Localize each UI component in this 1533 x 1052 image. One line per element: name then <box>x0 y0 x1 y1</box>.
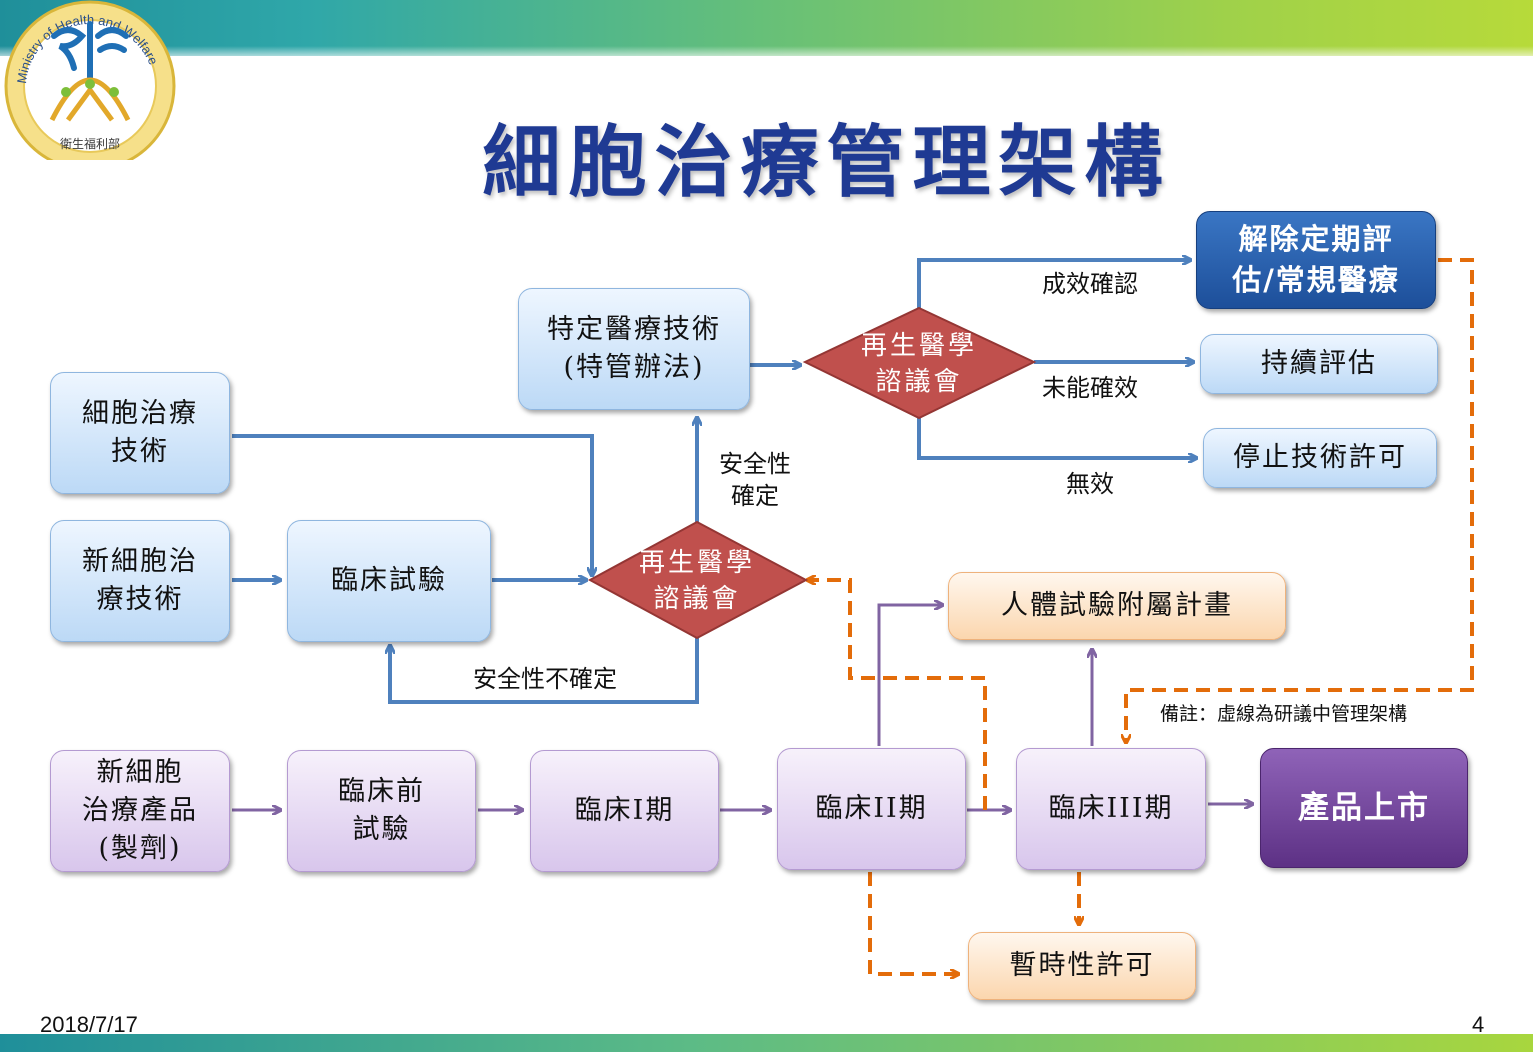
phase1-box: 臨床I期 <box>530 750 719 872</box>
label-ineffective: 無效 <box>1066 470 1114 498</box>
preclinical-box: 臨床前 試驗 <box>287 750 476 872</box>
upper-council-label: 再生醫學 諮議會 <box>860 331 977 398</box>
footer-date: 2018/7/17 <box>40 1012 138 1037</box>
lower-council-label: 再生醫學 諮議會 <box>638 548 755 615</box>
edge-dashed-phase2-to-lower-council <box>808 580 987 810</box>
label-efficacy-unconfirmed: 未能確效 <box>1042 374 1138 402</box>
bottom-band <box>0 1034 1533 1052</box>
edge-efficacy-confirmed <box>917 260 1190 308</box>
top-band <box>0 0 1533 56</box>
market-box: 產品上市 <box>1260 748 1468 868</box>
logo-bottom-text: 衛生福利部 <box>60 136 120 151</box>
label-efficacy-confirmed: 成效確認 <box>1042 270 1138 298</box>
cell-therapy-tech-box: 細胞治療 技術 <box>50 372 230 494</box>
upper-council-diamond <box>802 306 1037 420</box>
clinical-trial-box: 臨床試驗 <box>287 520 491 642</box>
new-cell-therapy-tech-box: 新細胞治 療技術 <box>50 520 230 642</box>
label-safety-confirmed: 安全性 確定 <box>719 450 791 511</box>
page-number: 4 <box>1472 1012 1485 1037</box>
edge-cell-tech-to-lower-council <box>232 434 592 575</box>
ministry-logo: Ministry of Health and Welfare 衛生福利部 <box>4 0 176 160</box>
temp-permit-box: 暫時性許可 <box>968 932 1196 1000</box>
page-title: 細胞治療管理架構 <box>482 117 1171 208</box>
edge-ineffective <box>917 418 1196 458</box>
lower-council-diamond <box>587 520 809 640</box>
edge-dashed-lift-eval-to-phase3 <box>1126 258 1474 742</box>
stop-tech-permit-box: 停止技術許可 <box>1203 428 1437 488</box>
continue-eval-box: 持續評估 <box>1200 334 1438 394</box>
lift-periodic-eval-box: 解除定期評 估/常規醫療 <box>1196 211 1436 309</box>
label-safety-uncertain: 安全性不確定 <box>473 665 617 693</box>
phase3-box: 臨床III期 <box>1016 748 1206 870</box>
edge-safety-uncertain <box>390 638 699 704</box>
note-text: 備註：虛線為研議中管理架構 <box>1160 703 1408 725</box>
edge-phase2-to-human-trial-plan <box>877 605 942 746</box>
specific-medical-tech-box: 特定醫療技術 (特管辦法) <box>518 288 750 410</box>
new-cell-product-box: 新細胞 治療產品 (製劑) <box>50 750 230 872</box>
edge-dashed-phase2-to-temp-permit <box>868 872 958 974</box>
phase2-box: 臨床II期 <box>777 748 966 870</box>
human-trial-plan-box: 人體試驗附屬計畫 <box>948 572 1286 640</box>
